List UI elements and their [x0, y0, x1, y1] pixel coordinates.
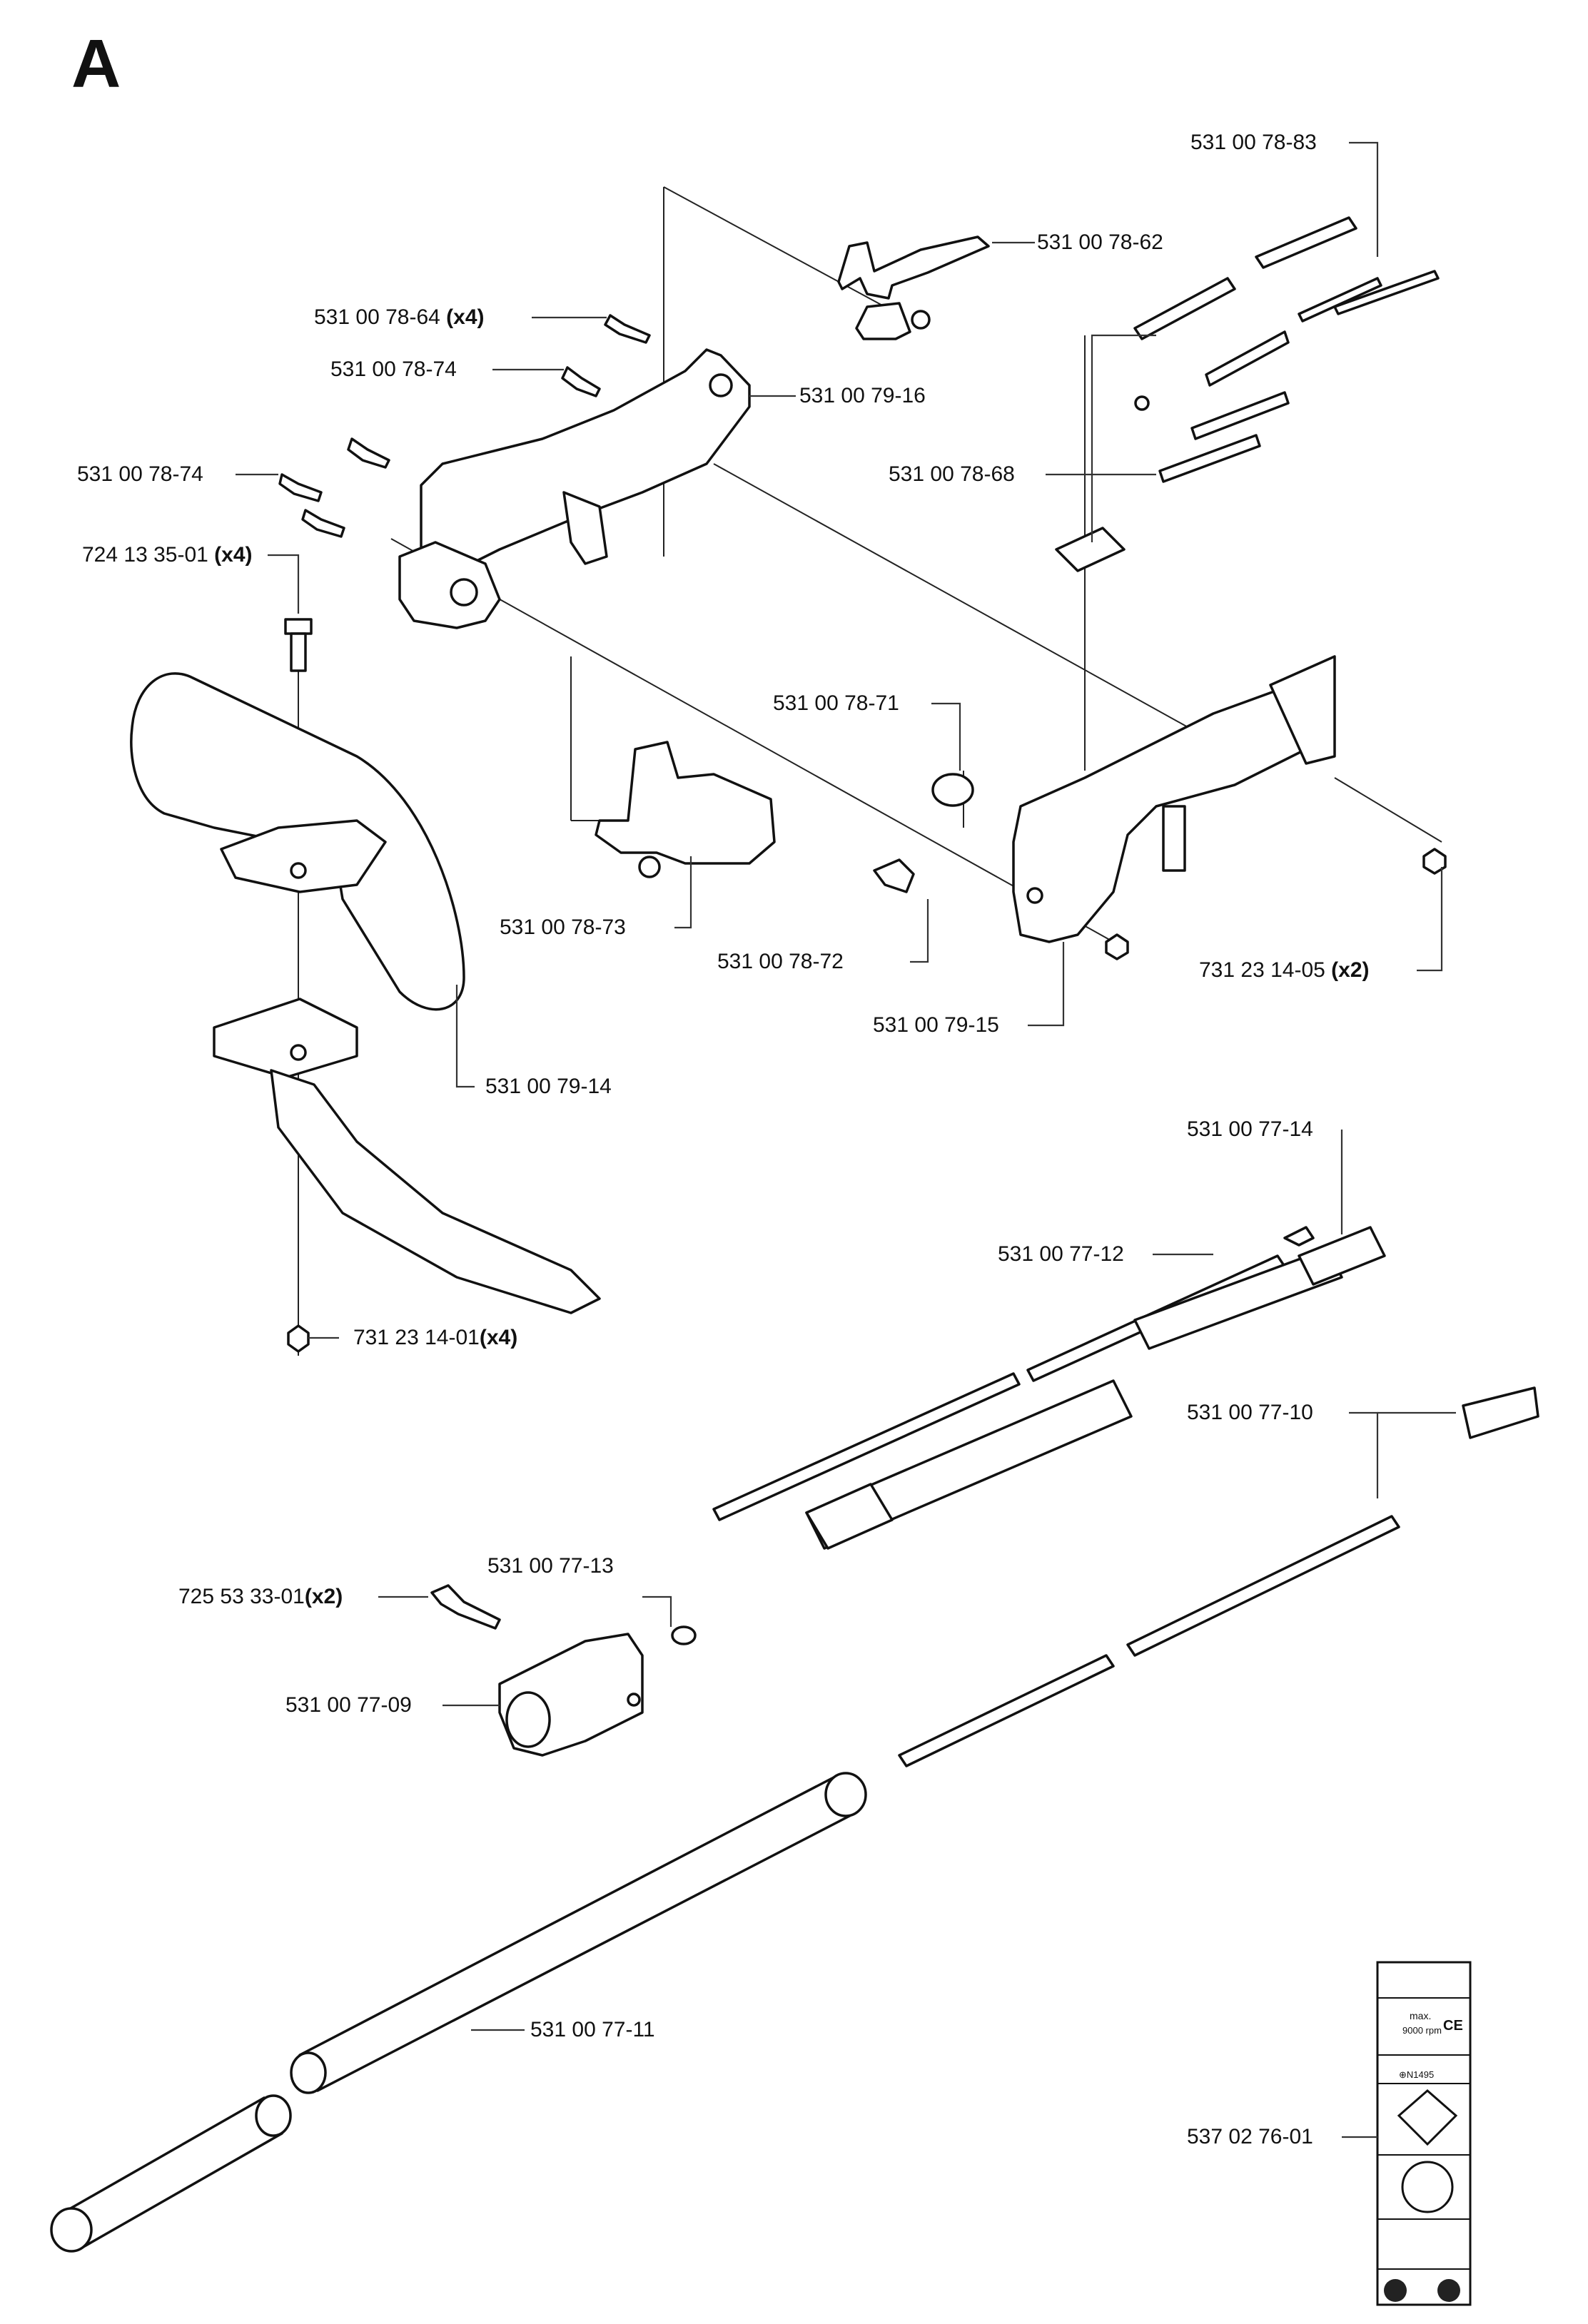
- o-ring-part: [931, 773, 974, 807]
- warning-decal-part: max. 9000 rpm CE ⊕N1495: [1376, 1961, 1472, 2306]
- alignment-lines: [298, 186, 1442, 1356]
- small-o-ring-part: [671, 1625, 697, 1645]
- quantity-badge: (x2): [1331, 958, 1370, 982]
- part-label-531-00-77-13: 531 00 77-13: [487, 1554, 614, 1578]
- clamp-screw-part: [430, 1584, 501, 1630]
- part-label-731-23-14-05: 731 23 14-05 (x2): [1199, 958, 1370, 982]
- part-label-531-00-78-71: 531 00 78-71: [773, 691, 899, 715]
- part-label-531-00-79-16: 531 00 79-16: [799, 384, 926, 407]
- clip-part: [873, 858, 915, 893]
- part-label-531-00-79-15: 531 00 79-15: [873, 1013, 999, 1037]
- leader-lines: [236, 141, 1456, 2138]
- decal-rpm-text: 9000 rpm: [1402, 2025, 1442, 2036]
- part-label-531-00-77-14: 531 00 77-14: [1187, 1117, 1313, 1141]
- part-label-531-00-77-11: 531 00 77-11: [530, 2018, 655, 2041]
- decal-ce-text: CE: [1443, 2018, 1463, 2034]
- part-label-531-00-78-73: 531 00 78-73: [500, 915, 626, 939]
- part-label-531-00-78-83: 531 00 78-83: [1190, 131, 1317, 154]
- drive-shaft-part: [712, 1226, 1315, 1521]
- loop-handle-part: [130, 672, 601, 1314]
- quantity-badge: (x4): [446, 305, 485, 329]
- quantity-badge: (x4): [479, 1326, 518, 1349]
- part-label-531-00-77-09: 531 00 77-09: [285, 1693, 412, 1717]
- handle-housing-part: [398, 348, 751, 629]
- part-label-531-00-78-74-a: 531 00 78-74: [330, 357, 457, 381]
- part-label-531-00-78-68: 531 00 78-68: [889, 462, 1015, 486]
- part-label-731-23-14-01: 731 23 14-01(x4): [353, 1326, 518, 1349]
- loop-handle-nut: [287, 1324, 310, 1353]
- part-label-531-00-78-64: 531 00 78-64 (x4): [314, 305, 485, 329]
- part-label-531-00-78-72: 531 00 78-72: [717, 950, 844, 973]
- handle-body-part: [1012, 655, 1336, 943]
- section-letter: A: [71, 26, 121, 102]
- decal-code-text: ⊕N1495: [1399, 2069, 1434, 2080]
- decal-max-text: max.: [1410, 2010, 1431, 2021]
- liner-tube-part: [805, 1226, 1386, 1550]
- coupling-part: [498, 1633, 644, 1757]
- nut-part-2: [1105, 933, 1129, 960]
- quantity-badge: (x4): [214, 543, 253, 567]
- part-label-531-00-77-12: 531 00 77-12: [998, 1242, 1124, 1266]
- part-label-531-00-78-74-b: 531 00 78-74: [77, 462, 203, 486]
- part-label-724-13-35-01: 724 13 35-01 (x4): [82, 543, 253, 567]
- shaft-tube-part: [50, 1772, 867, 2253]
- part-label-531-00-77-10: 531 00 77-10: [1187, 1401, 1313, 1424]
- handle-screws: [278, 314, 651, 538]
- part-label-531-00-78-62: 531 00 78-62: [1037, 230, 1163, 254]
- throttle-lever-part: [595, 741, 776, 878]
- part-label-725-53-33-01: 725 53 33-01(x2): [178, 1585, 343, 1608]
- connecting-shaft-part: [898, 1386, 1539, 1767]
- part-label-537-02-76-01: 537 02 76-01: [1187, 2125, 1313, 2148]
- loop-handle-screw: [284, 618, 313, 672]
- nut-part: [1422, 848, 1447, 875]
- throttle-trigger-part: [837, 235, 990, 340]
- throttle-cable-part: [1055, 216, 1440, 572]
- part-label-531-00-79-14: 531 00 79-14: [485, 1075, 612, 1098]
- quantity-badge: (x2): [304, 1585, 343, 1608]
